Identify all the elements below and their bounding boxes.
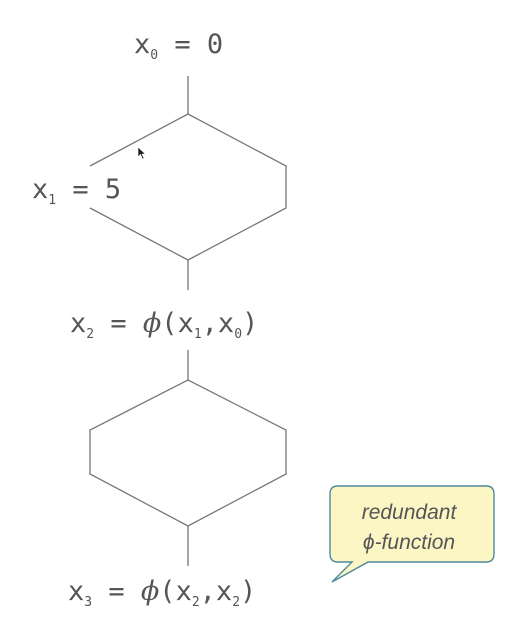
callout-phi: ϕ bbox=[362, 531, 375, 554]
callout-line-2: ϕ-function bbox=[334, 528, 484, 558]
stmt-x2: x2 = ϕ(x1,x0) bbox=[70, 308, 259, 342]
stmt-x3-arg1-var: x bbox=[175, 576, 192, 607]
stmt-x3-phi: ϕ bbox=[140, 576, 160, 607]
stmt-x1-rhs: 5 bbox=[104, 174, 122, 205]
stmt-x3-arg1-sub: 2 bbox=[191, 595, 200, 610]
callout-bubble bbox=[329, 485, 495, 583]
branch-1-right bbox=[187, 113, 287, 261]
stmt-x3-arg2-var: x bbox=[215, 576, 233, 607]
branch-2-diamond bbox=[89, 379, 287, 527]
stmt-x0: x0 = 0 bbox=[134, 29, 224, 62]
stmt-x2-arg1-var: x bbox=[177, 308, 194, 339]
stmt-x1-var: x bbox=[32, 174, 49, 205]
stmt-x2-arg2-sub: 0 bbox=[234, 327, 243, 342]
stmt-x1: x1 = 5 bbox=[32, 174, 122, 207]
stmt-x0-sub: 0 bbox=[150, 48, 159, 63]
stmt-x2-phi: ϕ bbox=[142, 308, 162, 339]
stmt-x2-var: x bbox=[70, 308, 87, 339]
stmt-x3-sub: 3 bbox=[84, 595, 93, 610]
branch-1-left-upper bbox=[89, 113, 189, 167]
stmt-x2-op: = bbox=[110, 308, 127, 339]
stmt-x1-sub: 1 bbox=[48, 193, 57, 208]
stmt-x1-op: = bbox=[72, 174, 89, 205]
callout-text: redundant ϕ-function bbox=[334, 498, 484, 558]
stmt-x2-arg2-var: x bbox=[217, 308, 235, 339]
stmt-x0-op: = bbox=[174, 29, 191, 60]
stmt-x3-arg2-sub: 2 bbox=[232, 595, 241, 610]
stmt-x0-var: x bbox=[134, 29, 151, 60]
stmt-x3-var: x bbox=[68, 576, 85, 607]
branch-1-left-lower bbox=[89, 207, 189, 261]
stmt-x2-arg1-sub: 1 bbox=[193, 327, 202, 342]
callout-line-1: redundant bbox=[361, 501, 457, 524]
stmt-x3: x3 = ϕ(x2,x2) bbox=[68, 576, 257, 610]
stmt-x0-rhs: 0 bbox=[206, 29, 224, 60]
callout-line-2-suffix: -function bbox=[374, 531, 456, 554]
stmt-x3-op: = bbox=[108, 576, 125, 607]
mouse-cursor-icon bbox=[137, 146, 147, 160]
stmt-x2-sub: 2 bbox=[86, 327, 95, 342]
